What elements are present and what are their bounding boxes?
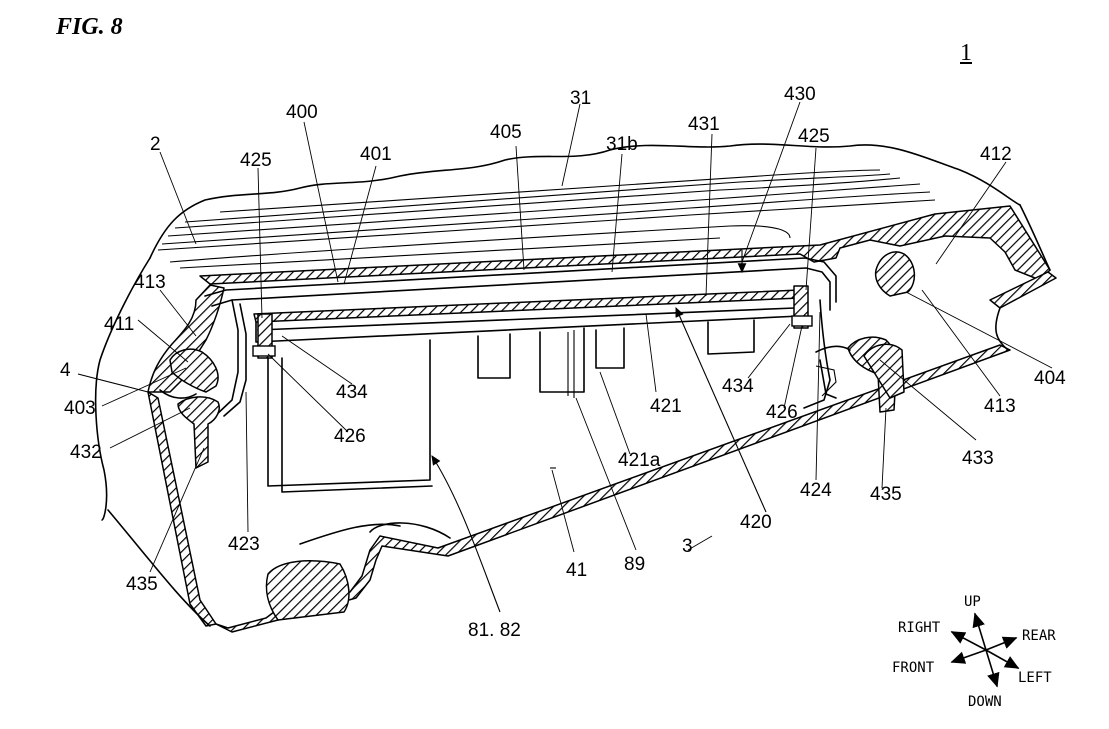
label-405: 405 xyxy=(490,122,522,143)
direction-compass: UP RIGHT REAR FRONT LEFT DOWN xyxy=(892,594,1056,710)
label-434-left: 434 xyxy=(336,382,368,403)
label-4: 4 xyxy=(60,360,71,381)
label-435-right: 435 xyxy=(870,484,902,505)
label-435-left: 435 xyxy=(126,574,158,595)
label-413-left: 413 xyxy=(134,272,166,293)
label-41: 41 xyxy=(566,560,587,581)
leader-4-line xyxy=(78,374,148,392)
dir-right: RIGHT xyxy=(898,620,941,636)
label-411: 411 xyxy=(104,314,134,335)
dir-rear: REAR xyxy=(1022,628,1056,644)
label-426-left: 426 xyxy=(334,426,366,447)
label-404: 404 xyxy=(1034,368,1066,389)
dir-down: DOWN xyxy=(968,694,1002,710)
label-431: 431 xyxy=(688,114,720,135)
label-401: 401 xyxy=(360,144,392,165)
label-433: 433 xyxy=(962,448,994,469)
label-434-right: 434 xyxy=(722,376,754,397)
label-412: 412 xyxy=(980,144,1012,165)
rear-arrow-icon xyxy=(986,638,1016,650)
label-400: 400 xyxy=(286,102,318,123)
label-31b: 31b xyxy=(606,134,638,155)
dir-left: LEFT xyxy=(1018,670,1052,686)
front-arrow-icon xyxy=(952,650,986,662)
label-2: 2 xyxy=(150,134,161,155)
label-413-right: 413 xyxy=(984,396,1016,417)
label-31: 31 xyxy=(570,88,591,109)
label-430: 430 xyxy=(784,84,816,105)
label-421: 421 xyxy=(650,396,682,417)
dir-up: UP xyxy=(964,594,981,610)
dir-front: FRONT xyxy=(892,660,935,676)
label-403: 403 xyxy=(64,398,96,419)
seat-cushion xyxy=(150,144,1050,284)
label-81-82: 81. 82 xyxy=(468,620,521,641)
label-432: 432 xyxy=(70,442,102,463)
label-425-right: 425 xyxy=(798,126,830,147)
label-425-left: 425 xyxy=(240,150,272,171)
label-426-right: 426 xyxy=(766,402,798,423)
cushion-break-line-left xyxy=(96,258,150,520)
label-89: 89 xyxy=(624,554,645,575)
label-424: 424 xyxy=(800,480,832,501)
label-421a: 421a xyxy=(618,450,661,471)
label-423: 423 xyxy=(228,534,260,555)
label-420: 420 xyxy=(740,512,772,533)
label-3: 3 xyxy=(682,536,693,557)
left-wall xyxy=(148,285,224,626)
